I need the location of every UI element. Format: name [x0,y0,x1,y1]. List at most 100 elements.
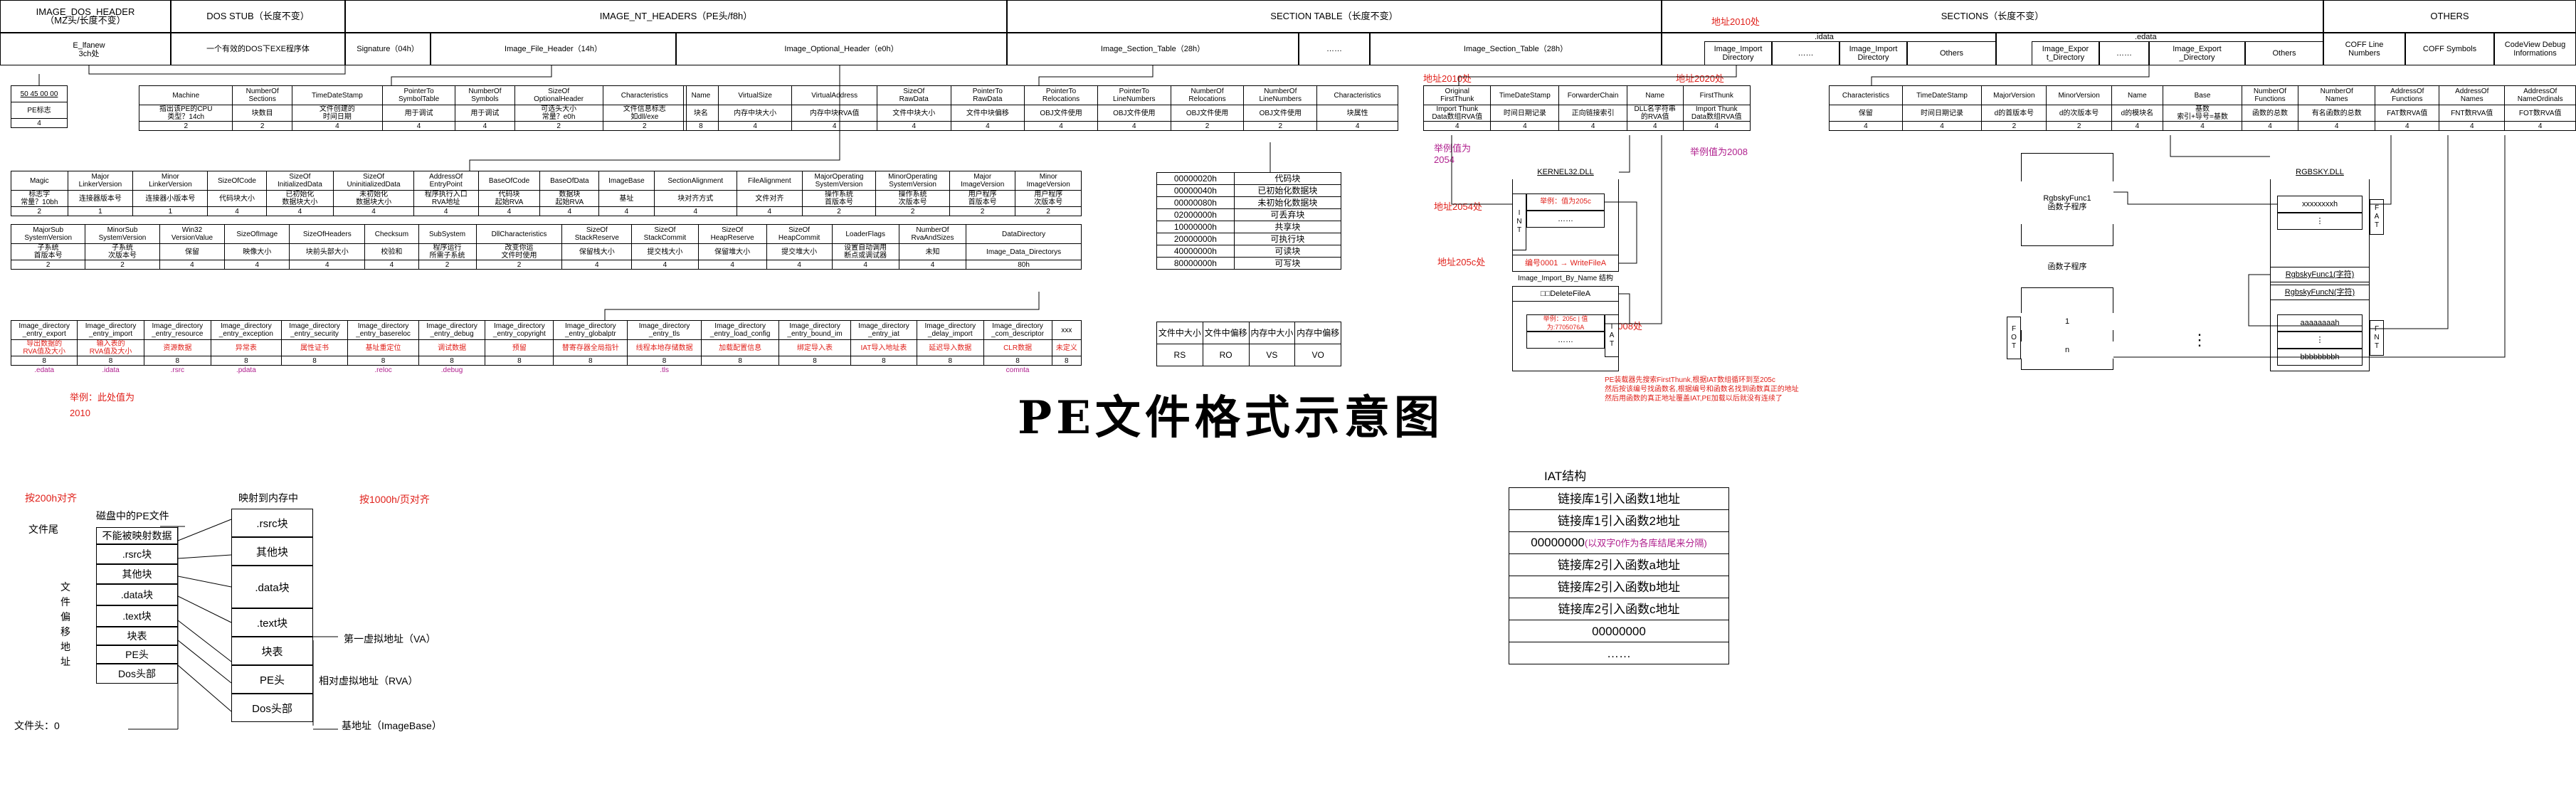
section-header-table-fields-cell: Name [683,85,719,105]
fat-addr-x: xxxxxxxxh [2277,196,2363,213]
data-directory-table-sizes-cell: 8 [280,356,349,366]
file-head: 文件头：0 [14,720,60,731]
section-header-table-desc-cell: OBJ文件使用 [1243,105,1318,122]
mid-dots: ⋮ [2192,331,2207,349]
iat-struct-row-text: 00000000 [1531,536,1585,549]
file-header-table-desc-cell: 可选头大小 常量？e0h [514,105,603,122]
export-directory-table-sizes-cell: 2 [2046,121,2112,131]
export-directory-table-desc-cell: 基数 索引+导号=基数 [2162,105,2243,122]
e-lfanew-label: E_lfanew 3ch处 [64,36,114,64]
optional-header-table-1-desc-cell: 基址 [598,190,655,207]
optional-header-table-2-desc-cell: 保留 [159,243,226,260]
optional-header-table-1-desc-cell: 连接器版本号 [67,190,134,207]
section-header-table-sizes-cell: 4 [791,121,877,131]
iat-struct-row-text: 链接库2引入函数c地址 [1558,602,1680,616]
rva-vals-cell: RS [1156,344,1203,366]
section-header-table-sizes-cell: 4 [1097,121,1171,131]
idata-label: .idata [1815,33,1834,41]
optional-header-table-2-fields-cell: LoaderFlags [831,224,899,244]
disk-section: PE头 [96,645,178,664]
pe-signature-table: 50 45 00 00 PE标志 4 [11,85,68,128]
optional-header-table-2-desc-cell: 子系统 首版本号 [10,243,86,260]
data-directory-table-fields-cell: Image_directory _entry_iat [850,320,918,340]
data-directory-table-desc-cell: 异常表 [210,339,282,356]
hint-name-row: 编号0001 → WriteFileA [1512,255,1619,272]
file-header-table-sizes-cell: 4 [455,121,515,131]
section-header-table-fields-cell: PointerTo Relocations [1024,85,1098,105]
optional-header-table-1-sizes-cell: 4 [413,206,479,216]
addr-2020: 地址2020处 [1676,73,1724,84]
data-directory-table-names-cell: .idata [102,366,120,374]
data-directory-table-sizes-cell: 8 [700,356,780,366]
import-descriptor-table-desc-cell: 时间日期记录 [1490,105,1560,122]
file-header-table-desc-cell: 用于调试 [381,105,456,122]
data-directory-table-names-cell: .rsrc [170,366,185,374]
sections-title: SECTIONS（长度不变） [1662,0,2323,33]
optional-header-table-1-sizes-cell: 2 [875,206,950,216]
delete-file-row: □□DeleteFileA [1512,286,1619,302]
iat-label: I A T [1605,314,1619,357]
func-n: n [2021,341,2113,359]
signature-box: Signature（04h） [345,33,431,65]
iat-struct-row: 00000000 [1509,620,1729,642]
memory-section: Dos头部 [231,694,313,722]
file-header-table-desc-cell: 文件信息标志 如dll/exe [602,105,687,122]
section-header-table-fields-cell: VirtualAddress [791,85,877,105]
by-name-struct: Image_Import_By_Name 结构 [1512,272,1619,286]
fat-label: F A T [2370,199,2384,235]
characteristic-cell: 可写块 [1233,257,1342,270]
optional-header-table-2-fields-cell: SizeOf HeapCommit [766,224,833,244]
func-one: 1 [2021,313,2113,330]
file-header-table-sizes-cell: 2 [138,121,233,131]
optional-header-table-1-sizes-cell: 4 [265,206,334,216]
addr-dots: ⋮ [2277,332,2363,349]
coff-symbols-box: COFF Symbols [2405,33,2494,65]
optional-header-table-2-sizes-cell: 4 [898,260,967,270]
section-header-table-sizes-cell: 4 [717,121,793,131]
disk-section: 其他块 [96,564,178,584]
data-directory-table-names-cell: .debug [440,366,463,374]
iat-struct-row-text: 链接库2引入函数b地址 [1558,580,1680,594]
addr-2010-top: 地址2010处 [1711,16,1760,27]
export-directory-table-fields-cell: Base [2162,85,2243,105]
import-dir-2: Image_Import Directory [1839,41,1907,65]
coff-line-box: COFF Line Numbers [2323,33,2405,65]
optional-header-table-2-sizes-cell: 4 [159,260,226,270]
optional-header-table-2-desc-cell: 设置自动调用 断点或调试器 [831,243,899,260]
rva-cols-cell: 文件中大小 [1156,322,1203,344]
disk-section: 块表 [96,627,178,645]
export-directory-table-fields-cell: MajorVersion [1981,85,2047,105]
optional-header-table-2-sizes-cell: 4 [697,260,767,270]
data-directory-table-fields-cell: Image_directory _entry_import [77,320,144,340]
import-descriptor-table-sizes-cell: 4 [1558,121,1627,131]
section-header-table-desc-cell: OBJ文件使用 [1024,105,1098,122]
section-header-table-sizes-cell: 4 [876,121,951,131]
rgbsky-fn1: RgbskyFunc1(字符) [2270,267,2370,282]
characteristic-cell: 40000000h [1156,245,1235,258]
import-dir-1: Image_Import Directory [1704,41,1772,65]
file-offset: 文 件 偏 移 地 址 [60,581,70,667]
file-header-table-fields-cell: Machine [138,85,233,105]
disk-section: .data块 [96,584,178,605]
optional-header-table-1-fields-cell: Minor LinkerVersion [132,171,208,191]
align-200: 按200h对齐 [25,492,78,504]
optional-header-table-2-desc-cell: 保留堆大小 [697,243,767,260]
disk-title: 磁盘中的PE文件 [96,510,169,521]
section-table-title: SECTION TABLE（长度不变） [1007,0,1662,33]
import-descriptor-table-sizes-cell: 4 [1682,121,1751,131]
codeview-box: CodeView Debug Informations [2494,33,2576,65]
optional-header-table-1-fields-cell: AddressOf EntryPoint [413,171,479,191]
data-directory-table-sizes-cell: 8 [485,356,554,366]
file-header-table-desc-cell: 用于调试 [455,105,515,122]
data-directory-table-names-cell: .edata [34,366,55,374]
optional-header-table-1-fields-cell: SizeOfCode [207,171,267,191]
va-label: 第一虚拟地址（VA） [344,633,436,645]
optional-header-table-2-fields-cell: SizeOf StackCommit [631,224,699,244]
data-directory-table-sizes-cell: 8 [143,356,211,366]
optional-header-table-2-desc-cell: 块前头部大小 [289,243,366,260]
import-descriptor-table-desc-cell: DLL名字符串 的RVA值 [1626,105,1684,122]
